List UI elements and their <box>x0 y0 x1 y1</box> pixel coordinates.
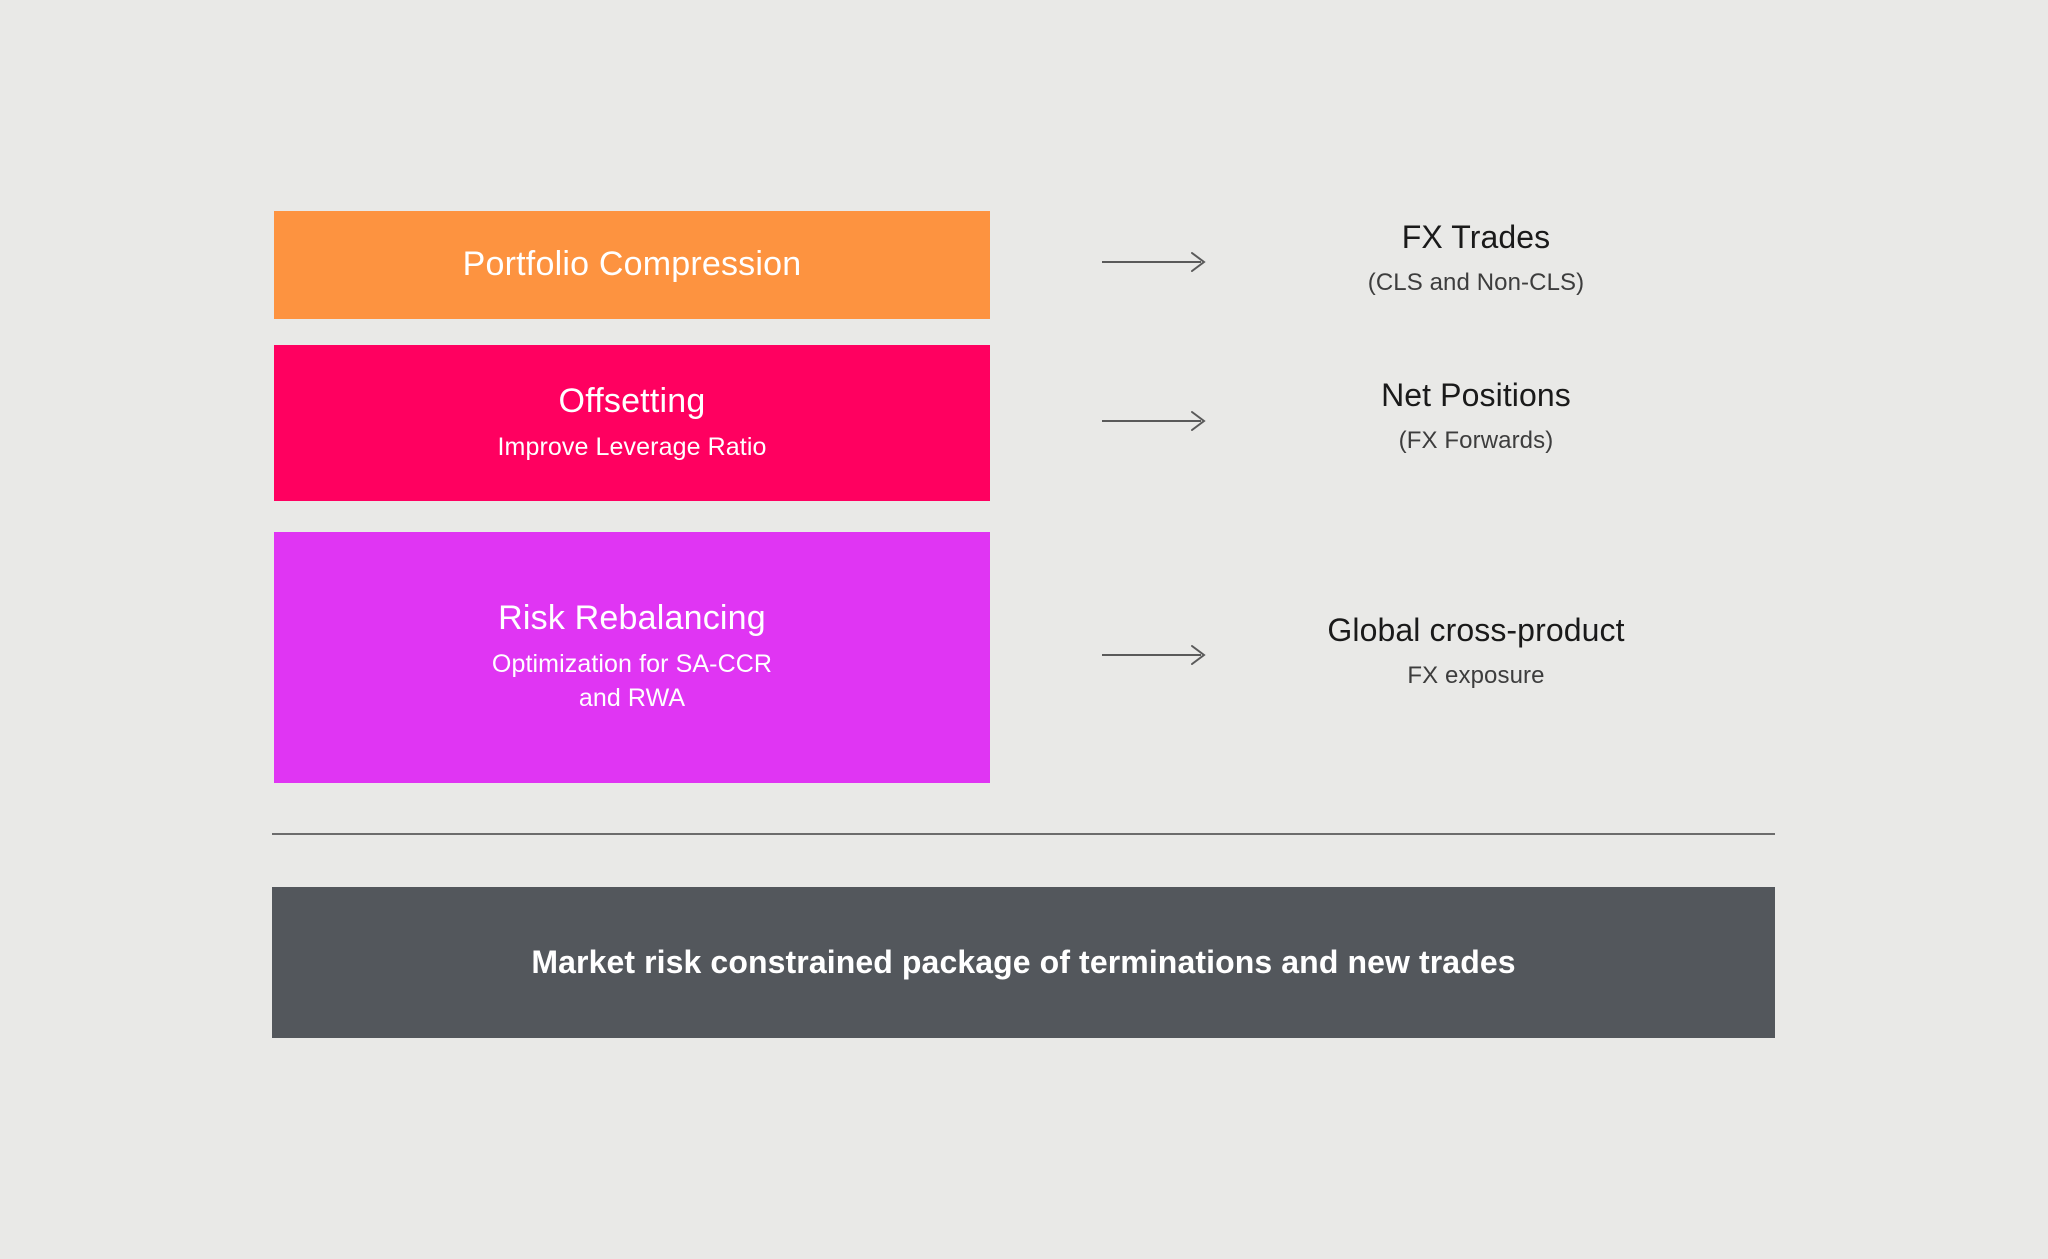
process-box-title: Risk Rebalancing <box>498 599 766 638</box>
horizontal-divider <box>272 833 1775 835</box>
outcome-title: Global cross-product <box>1327 612 1625 648</box>
process-box-offsetting[interactable]: Offsetting Improve Leverage Ratio <box>274 345 990 501</box>
process-box-title: Portfolio Compression <box>462 245 802 284</box>
outcome-net-positions: Net Positions (FX Forwards) <box>1216 376 1736 456</box>
process-box-subtitle: Optimization for SA-CCR and RWA <box>492 648 772 716</box>
outcome-subtitle: (CLS and Non-CLS) <box>1367 269 1585 297</box>
outcome-title: FX Trades <box>1401 219 1551 255</box>
outcome-global-cross-product: Global cross-product FX exposure <box>1216 611 1736 691</box>
process-box-portfolio-compression[interactable]: Portfolio Compression <box>274 211 990 319</box>
process-box-subtitle-line-1: Optimization for SA-CCR <box>491 650 773 679</box>
process-box-risk-rebalancing[interactable]: Risk Rebalancing Optimization for SA-CCR… <box>274 532 990 783</box>
summary-bar[interactable]: Market risk constrained package of termi… <box>272 887 1775 1038</box>
process-box-subtitle: Improve Leverage Ratio <box>497 432 767 461</box>
arrow-right-icon <box>1100 642 1210 668</box>
arrow-right-icon <box>1100 408 1210 434</box>
outcome-subtitle: (FX Forwards) <box>1398 427 1554 455</box>
process-box-title: Offsetting <box>558 381 706 420</box>
summary-bar-text: Market risk constrained package of termi… <box>531 944 1516 980</box>
outcome-title: Net Positions <box>1381 377 1571 413</box>
outcome-fx-trades: FX Trades (CLS and Non-CLS) <box>1216 218 1736 298</box>
process-box-subtitle-line-2: and RWA <box>578 684 686 713</box>
outcome-subtitle: FX exposure <box>1407 662 1545 690</box>
arrow-right-icon <box>1100 249 1210 275</box>
